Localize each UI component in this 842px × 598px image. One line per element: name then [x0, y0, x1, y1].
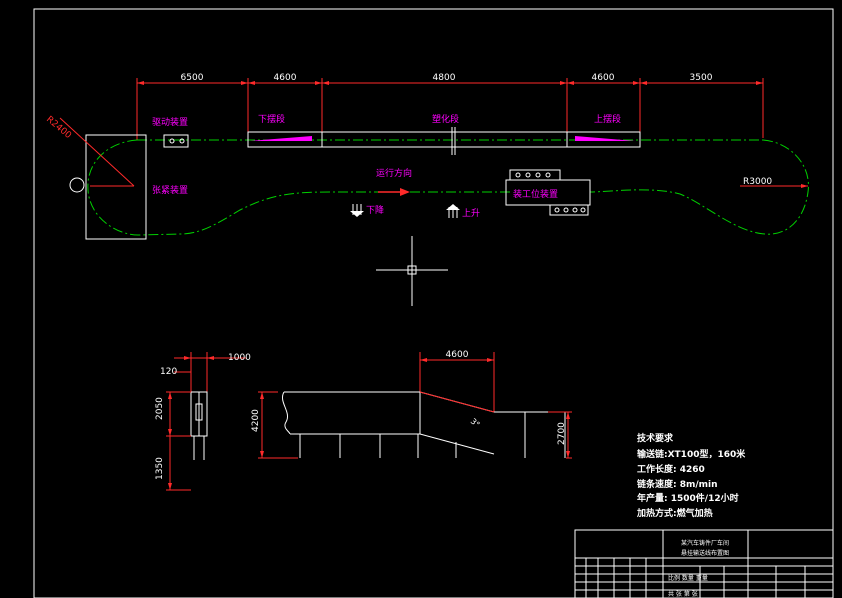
- drawing-frame: [33, 8, 834, 598]
- label-direction: 运行方向: [376, 167, 412, 179]
- label-tension: 张紧装置: [152, 184, 188, 196]
- drive-station: R2400: [44, 115, 147, 240]
- dim-label-1: 6500: [181, 73, 204, 83]
- dim-side-h1: 2050: [155, 397, 165, 420]
- side-view: 1000 120 2050 1350: [155, 352, 251, 491]
- title-sheet-row: 共 张 第 张: [668, 590, 698, 598]
- dim-elev-h1: 4200: [251, 409, 261, 432]
- notes-line-3: 链条速度: 8m/min: [637, 478, 718, 490]
- conveyor-loop: [87, 139, 809, 236]
- label-down: 下降: [366, 204, 384, 216]
- dim-label-3: 4800: [433, 73, 456, 83]
- label-up: 上升: [462, 208, 480, 219]
- radius-right-label: R3000: [743, 177, 772, 187]
- radius-left-label: R2400: [44, 115, 73, 142]
- notes-heading: 技术要求: [637, 432, 674, 444]
- label-down-section: 下摆段: [258, 113, 285, 125]
- process-sections: [247, 127, 641, 155]
- notes-line-1: 输送链:XT100型，160米: [637, 448, 746, 460]
- title-name-1: 某汽车铸件厂车间: [681, 539, 729, 547]
- dim-label-2: 4600: [274, 73, 297, 83]
- loading-station: [505, 169, 591, 216]
- dim-side-width: 120: [160, 367, 177, 377]
- elev-angle: 3°: [469, 417, 482, 430]
- drive-unit: [163, 134, 189, 148]
- notes-line-2: 工作长度: 4260: [637, 463, 705, 475]
- technical-notes: 技术要求 输送链:XT100型，160米 工作长度: 4260 链条速度: 8m…: [636, 432, 746, 519]
- label-up-section: 上摆段: [594, 113, 621, 125]
- dim-side-h2: 1350: [155, 457, 165, 480]
- notes-line-4: 年产量: 1500件/12小时: [637, 492, 739, 504]
- dim-label-5: 3500: [690, 73, 713, 83]
- title-name-2: 悬挂输送线布置图: [681, 549, 729, 557]
- dim-elev-length: 4600: [446, 350, 469, 360]
- label-station: 装工位装置: [513, 188, 558, 200]
- label-plasma: 塑化段: [432, 113, 459, 125]
- top-dimension-chain: 6500 4600 4800 4600 3500: [136, 73, 764, 140]
- elevation-view: 4600 3° 4200 2700: [251, 350, 572, 459]
- notes-line-5: 加热方式:燃气加热: [636, 507, 713, 519]
- dim-side-top: 1000: [228, 353, 251, 363]
- down-marker: [350, 204, 364, 217]
- crosshair: [376, 236, 448, 306]
- label-drive: 驱动装置: [152, 116, 188, 128]
- title-scale-row: 比例 数量 重量: [668, 574, 708, 582]
- dim-elev-h2: 2700: [557, 422, 567, 445]
- up-marker: [446, 204, 460, 218]
- title-block: 某汽车铸件厂车间 悬挂输送线布置图 比例 数量 重量 共 张 第 张: [574, 529, 834, 598]
- dim-label-4: 4600: [592, 73, 615, 83]
